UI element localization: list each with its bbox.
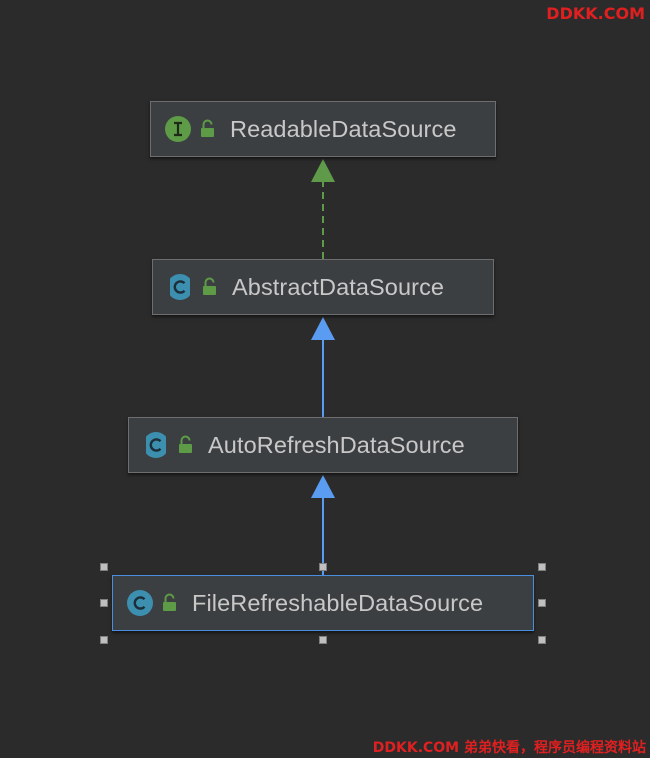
public-lock-icon: [163, 593, 176, 611]
class-icon: [127, 590, 153, 616]
watermark-bottom: DDKK.COM 弟弟快看，程序员编程资料站: [372, 740, 646, 756]
public-lock-icon: [179, 435, 192, 453]
resize-handle-right[interactable]: [538, 599, 546, 607]
node-auto-refresh-data-source[interactable]: AutoRefreshDataSource: [128, 417, 518, 473]
watermark-top: DDKK.COM: [546, 4, 645, 23]
public-lock-icon: [201, 119, 214, 137]
interface-icon: [165, 116, 191, 142]
resize-handle-left[interactable]: [100, 599, 108, 607]
node-label: FileRefreshableDataSource: [192, 589, 484, 616]
public-lock-icon: [203, 277, 216, 295]
resize-handle-top-left[interactable]: [100, 563, 108, 571]
resize-handle-bottom-right[interactable]: [538, 636, 546, 644]
resize-handle-top-right[interactable]: [538, 563, 546, 571]
arrowhead-extends-autorefresh: [311, 475, 335, 498]
abstract-class-icon: [166, 274, 194, 300]
arrowhead-implements: [311, 159, 335, 182]
resize-handle-top[interactable]: [319, 563, 327, 571]
resize-handle-bottom[interactable]: [319, 636, 327, 644]
node-abstract-data-source[interactable]: AbstractDataSource: [152, 259, 494, 315]
node-label: AbstractDataSource: [232, 273, 445, 300]
arrowhead-extends-abstract: [311, 317, 335, 340]
resize-handle-bottom-left[interactable]: [100, 636, 108, 644]
node-file-refreshable-data-source[interactable]: FileRefreshableDataSource: [112, 575, 534, 631]
abstract-class-icon: [142, 432, 170, 458]
node-label: AutoRefreshDataSource: [208, 431, 465, 458]
node-label: ReadableDataSource: [230, 115, 457, 142]
node-readable-data-source[interactable]: ReadableDataSource: [150, 101, 496, 157]
